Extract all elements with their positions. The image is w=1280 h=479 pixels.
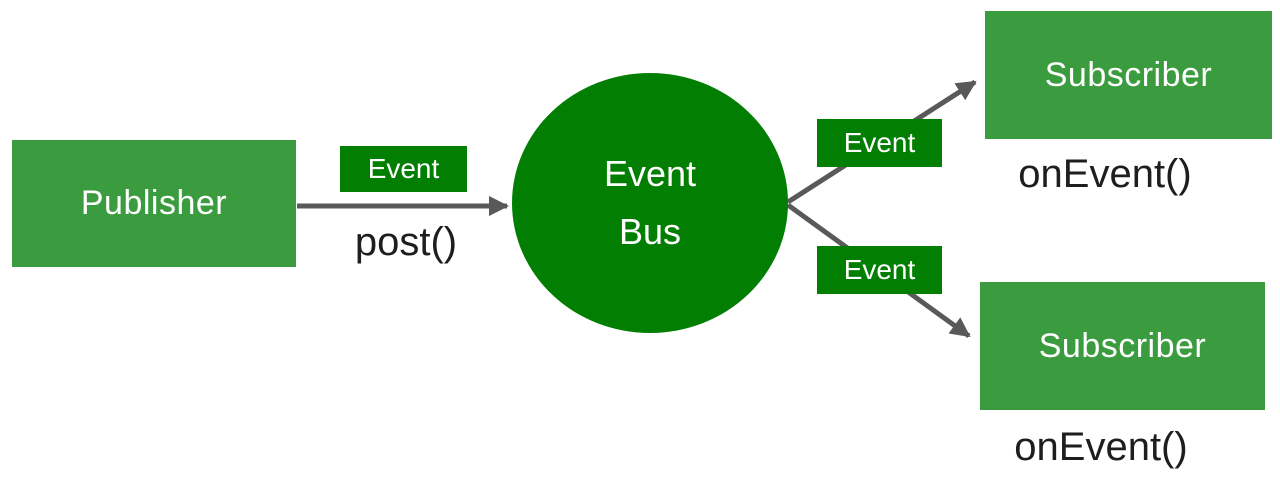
subscriber-bottom-node: Subscriber — [980, 282, 1265, 410]
event-badge-subscriber-top: Event — [817, 119, 942, 167]
event-bus-node: Event Bus — [512, 73, 788, 333]
subscriber-top-node: Subscriber — [985, 11, 1272, 139]
event-bus-label-line2: Bus — [618, 211, 682, 252]
onevent-method-label-top: onEvent() — [1018, 152, 1192, 196]
event-badge-subscriber-bottom: Event — [817, 246, 942, 294]
post-method-label: post() — [354, 220, 458, 264]
event-bus-label-line1: Event — [603, 153, 697, 194]
publisher-node: Publisher — [12, 140, 296, 267]
event-badge-publish: Event — [340, 146, 467, 192]
onevent-method-label-bottom: onEvent() — [1014, 425, 1188, 469]
